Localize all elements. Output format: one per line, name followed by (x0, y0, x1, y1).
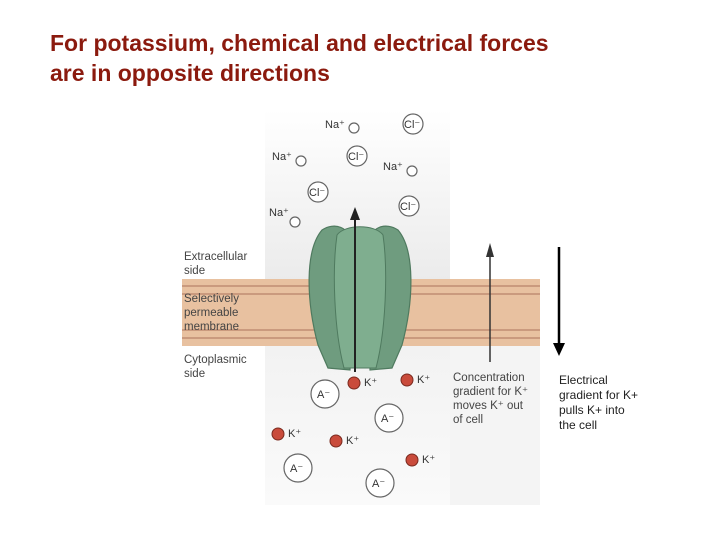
potassium-ion-label: K⁺ (346, 435, 359, 447)
electrical-gradient-note: Electrical gradient for K+ pulls K+ into… (559, 373, 669, 433)
chloride-ion (346, 145, 368, 167)
potassium-ion-label: K⁺ (364, 377, 377, 389)
potassium-ion-label: K⁺ (288, 428, 301, 440)
anion (310, 379, 340, 409)
label-extracellular-1: Extracellular (184, 251, 247, 263)
channel-pathway-arrow (350, 207, 360, 372)
anion (365, 468, 395, 498)
potassium-ion (405, 453, 419, 467)
sodium-ion (289, 216, 301, 228)
conc-line-4: of cell (453, 414, 483, 426)
elec-note-line-4: the cell (559, 418, 598, 432)
anion-label: A⁻ (372, 478, 385, 490)
chloride-ion-label: Cl⁻ (348, 151, 364, 163)
chloride-ion-label: Cl⁻ (404, 119, 420, 131)
sodium-ion-label: Na⁺ (269, 207, 289, 219)
potassium-ion (400, 373, 414, 387)
anion (374, 403, 404, 433)
concentration-gradient-arrow (486, 243, 494, 362)
slide-title-line-1: For potassium, chemical and electrical f… (50, 30, 549, 56)
label-cytoplasmic-1: Cytoplasmic (184, 354, 247, 366)
potassium-ion (329, 434, 343, 448)
electrical-gradient-arrow (553, 247, 565, 356)
chloride-ion-label: Cl⁻ (400, 201, 416, 213)
anion (283, 453, 313, 483)
chloride-ion (402, 113, 424, 135)
sodium-ion (348, 122, 360, 134)
potassium-ion (347, 376, 361, 390)
potassium-ion-label: K⁺ (417, 374, 430, 386)
sodium-ion (295, 155, 307, 167)
label-selective-2: permeable (184, 307, 238, 319)
sodium-ion (406, 165, 418, 177)
chloride-ion (398, 195, 420, 217)
sodium-ion-label: Na⁺ (325, 119, 345, 131)
slide-title: For potassium, chemical and electrical f… (50, 28, 690, 88)
cytoplasmic-ions: K⁺ K⁺ A⁻ A⁻ K⁺ K⁺ A⁻ K⁺ A⁻ (271, 373, 435, 498)
potassium-ion (271, 427, 285, 441)
elec-note-line-1: Electrical (559, 373, 608, 387)
sodium-ion-label: Na⁺ (272, 151, 292, 163)
potassium-ion-label: K⁺ (422, 454, 435, 466)
potassium-channel (308, 225, 412, 371)
chloride-ion-label: Cl⁻ (309, 187, 325, 199)
elec-note-line-3: pulls K+ into (559, 403, 625, 417)
label-selective-1: Selectively (184, 293, 239, 305)
side-labels: Extracellular side Selectively permeable… (184, 251, 247, 380)
slide-title-line-2: are in opposite directions (50, 60, 330, 86)
label-extracellular-2: side (184, 265, 205, 277)
anion-label: A⁻ (290, 463, 303, 475)
conc-line-2: gradient for K⁺ (453, 386, 528, 398)
concentration-gradient-label: Concentration gradient for K⁺ moves K⁺ o… (453, 372, 528, 426)
conc-line-3: moves K⁺ out (453, 400, 524, 412)
extracellular-ions: Na⁺ Cl⁻ Na⁺ Cl⁻ Na⁺ Cl⁻ Cl⁻ Na⁺ (269, 113, 424, 228)
conc-line-1: Concentration (453, 372, 525, 384)
label-selective-3: membrane (184, 321, 239, 333)
label-cytoplasmic-2: side (184, 368, 205, 380)
anion-label: A⁻ (317, 389, 330, 401)
chloride-ion (307, 181, 329, 203)
sodium-ion-label: Na⁺ (383, 161, 403, 173)
anion-label: A⁻ (381, 413, 394, 425)
elec-note-line-2: gradient for K+ (559, 388, 639, 402)
